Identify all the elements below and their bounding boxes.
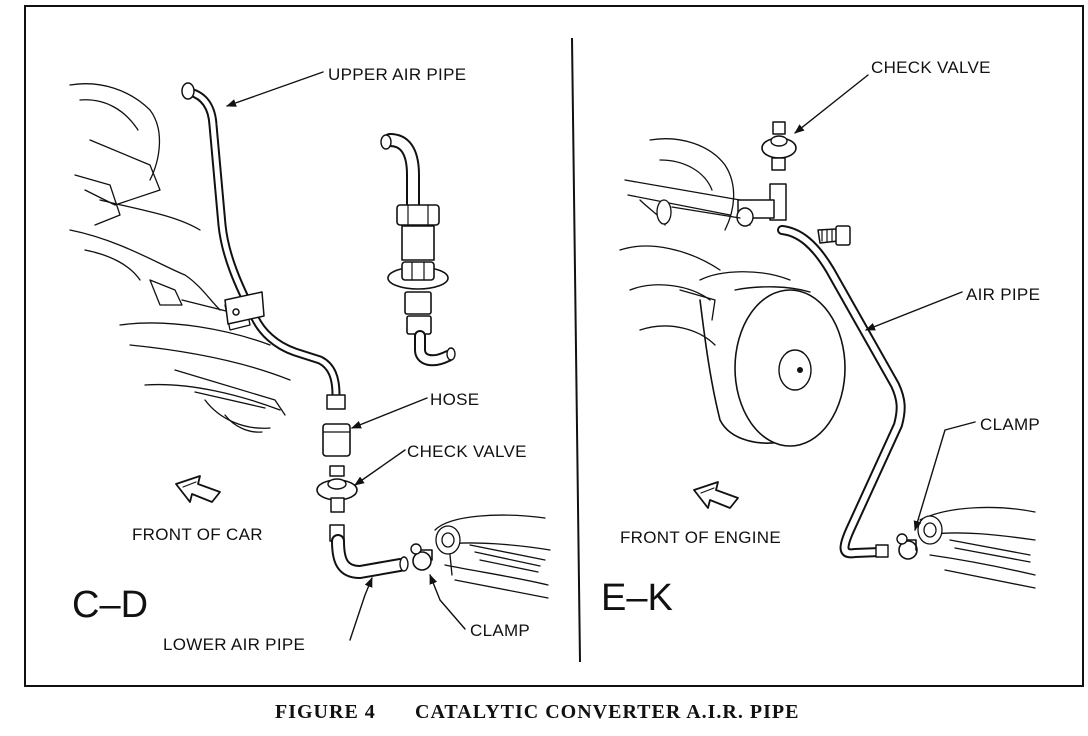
label-check-valve-left: CHECK VALVE [407,442,527,461]
label-check-valve-right: CHECK VALVE [871,58,991,77]
figure-frame [24,5,1084,687]
label-clamp-right: CLAMP [980,415,1040,434]
label-hose: HOSE [430,390,479,409]
model-code-left: C–D [72,584,148,626]
right-panel-illustration [619,74,1036,589]
check-valve-left [316,465,358,513]
label-front-of-car: FRONT OF CAR [132,525,263,544]
hose-part [322,423,351,457]
panel-divider [571,37,581,663]
leaders-right [794,74,976,531]
converter-sketch-left [434,514,551,599]
label-upper-air-pipe: UPPER AIR PIPE [328,65,466,84]
model-code-right: E–K [601,577,673,619]
clamp-left [410,543,433,571]
figure-title: CATALYTIC CONVERTER A.I.R. PIPE [415,701,799,723]
clamp-right [896,533,918,560]
lower-air-pipe [329,524,409,579]
engine-sketch-left [69,83,291,433]
converter-sketch-right [917,506,1036,589]
figure-number: FIGURE 4 [275,701,376,723]
front-arrow-right [693,481,739,509]
check-valve-right [671,121,797,227]
upper-air-pipe [181,82,346,410]
label-front-of-engine: FRONT OF ENGINE [620,528,781,547]
pulley [699,286,846,447]
air-pipe [777,225,906,559]
left-panel-illustration [69,71,551,641]
label-air-pipe: AIR PIPE [966,285,1040,304]
label-clamp-left: CLAMP [470,621,530,640]
bolt [817,225,851,246]
front-arrow-left [175,475,221,503]
label-lower-air-pipe: LOWER AIR PIPE [163,635,305,654]
check-valve-detail [380,133,456,367]
leaders-left [226,71,466,641]
